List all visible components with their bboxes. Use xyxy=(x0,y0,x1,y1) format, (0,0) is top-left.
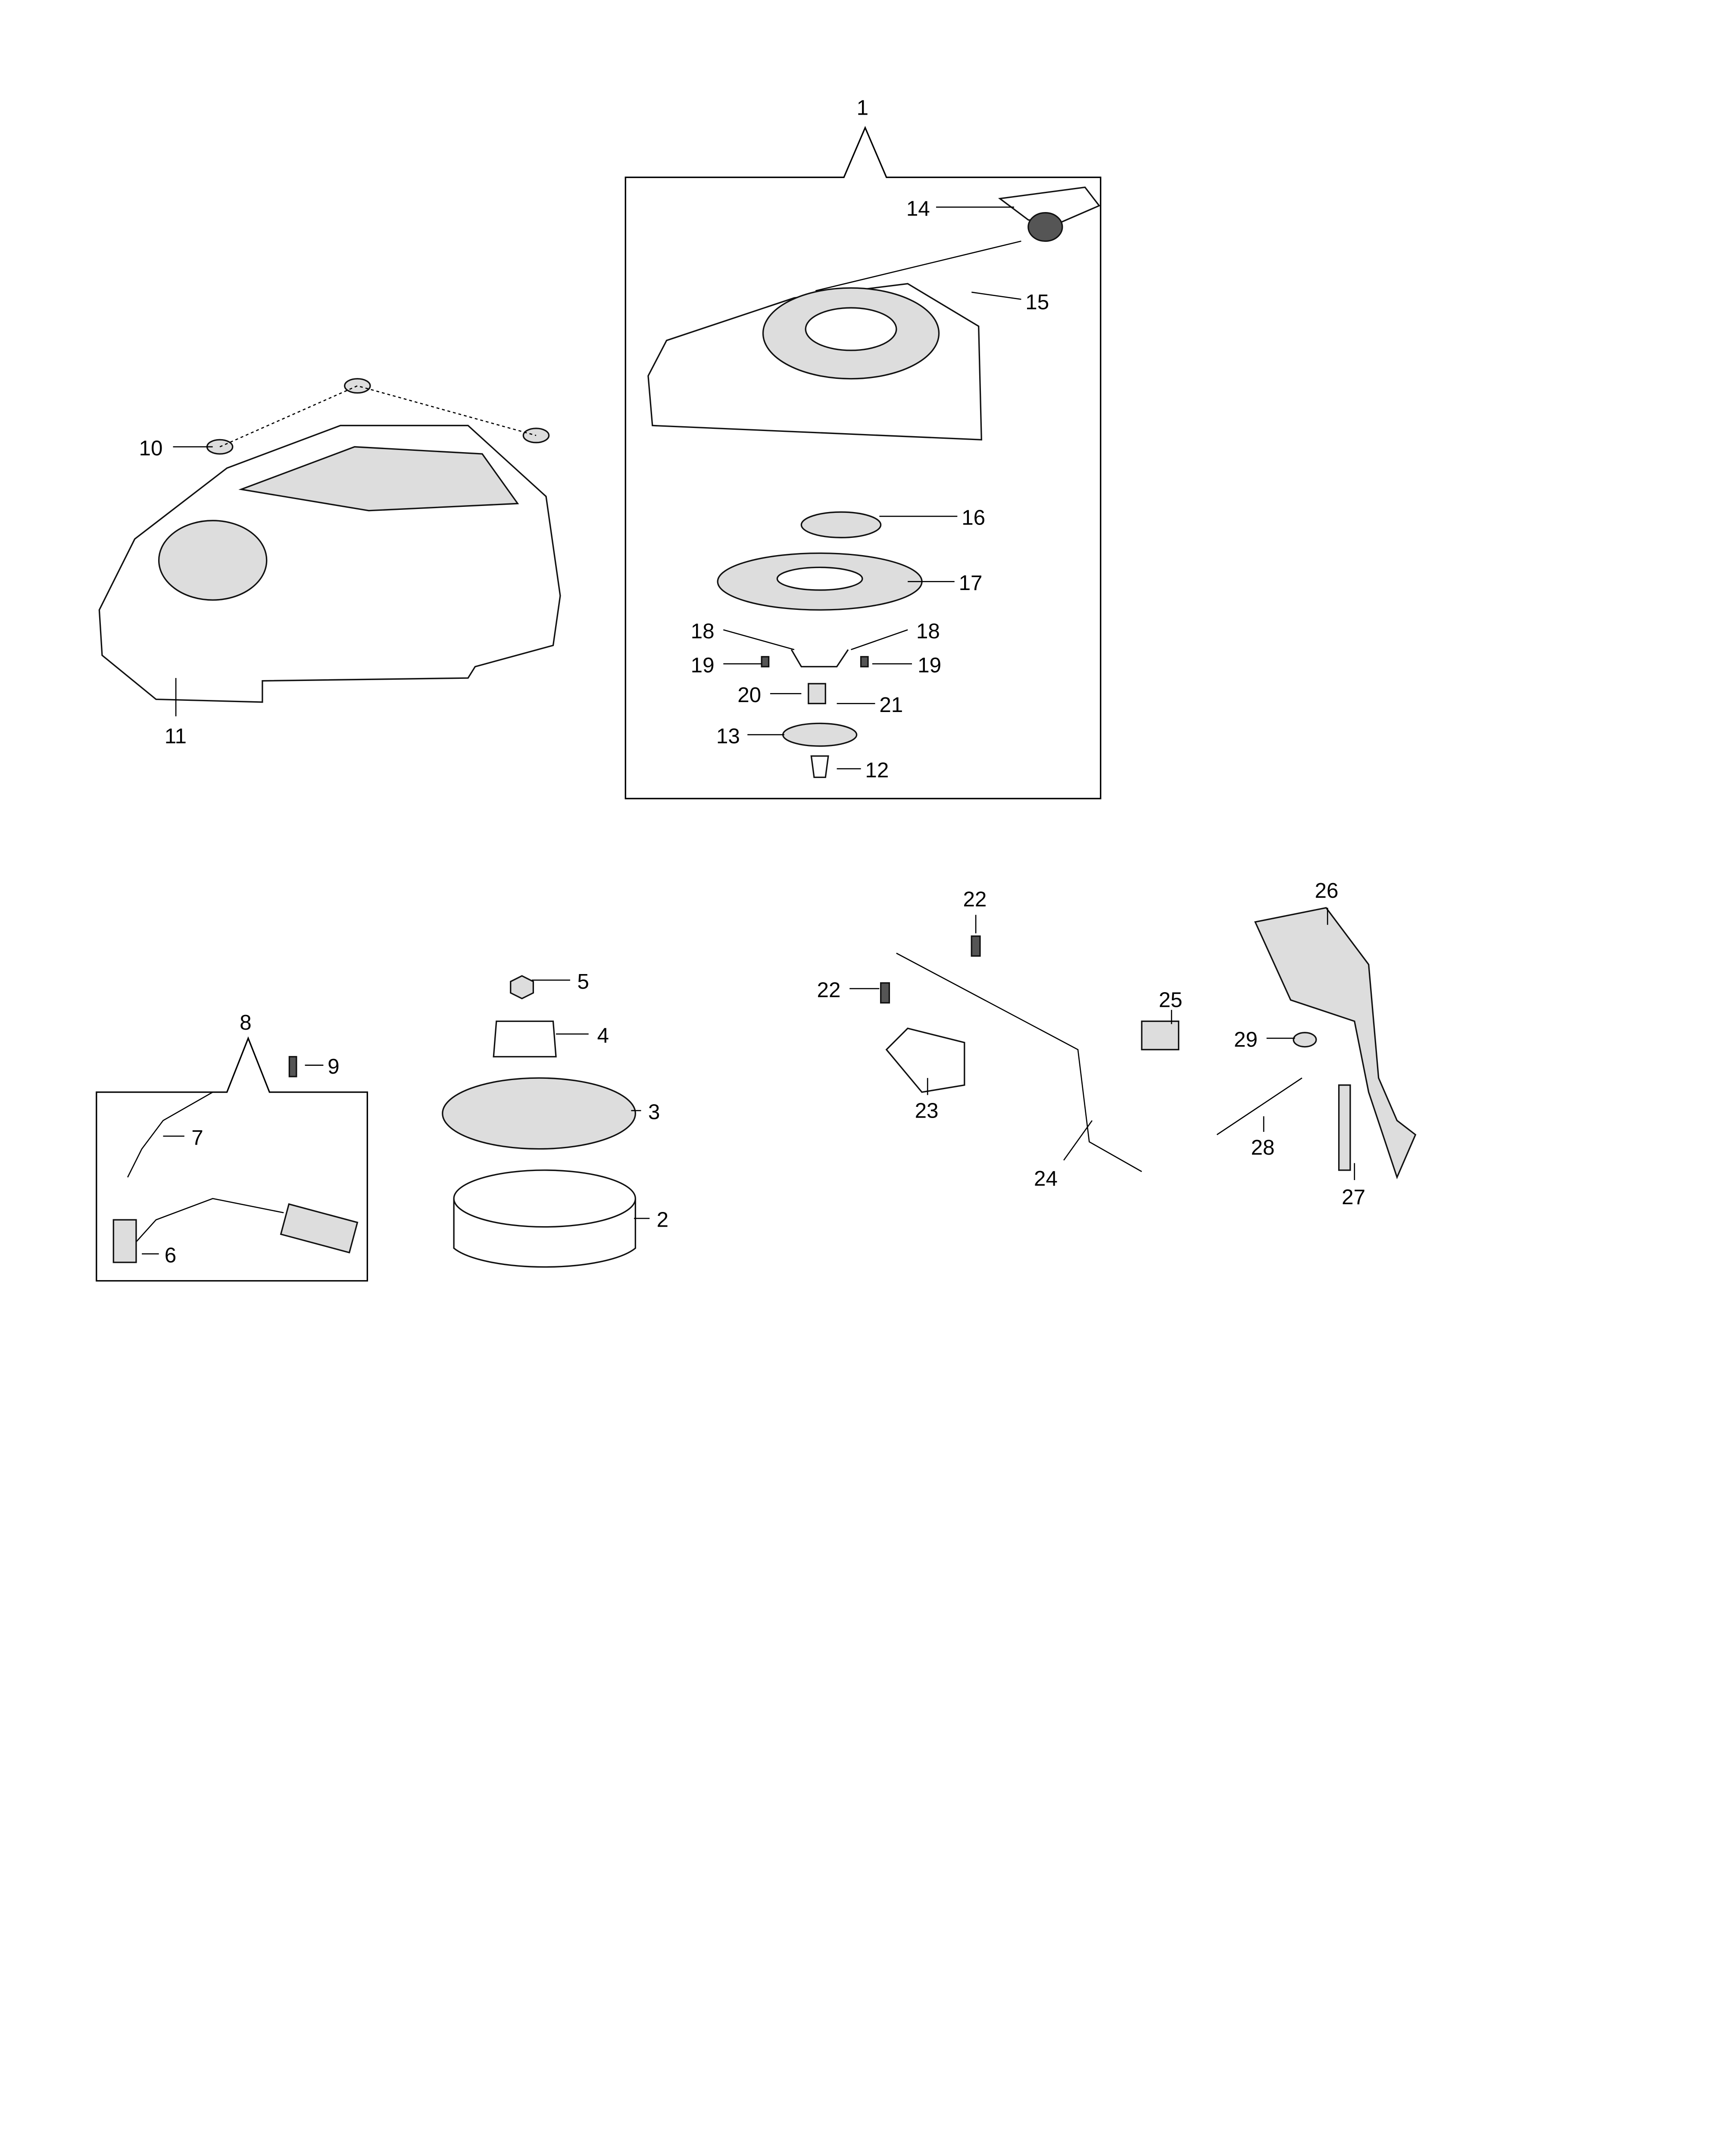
callout-19-right: 19 xyxy=(918,653,941,677)
callout-24: 24 xyxy=(1034,1167,1058,1190)
ignition-box xyxy=(96,1036,368,1282)
fan xyxy=(442,1077,636,1150)
bolt-22-left xyxy=(880,982,890,1004)
callout-3: 3 xyxy=(648,1100,660,1124)
handle-knob xyxy=(1027,212,1063,242)
pawl-spring-left xyxy=(761,656,770,668)
friction-plate xyxy=(782,722,858,747)
callout-19-left: 19 xyxy=(691,653,715,677)
link-28 xyxy=(1216,1078,1302,1135)
screw-icon xyxy=(344,378,371,394)
callout-21: 21 xyxy=(879,693,903,717)
spark-plug-cap xyxy=(112,1219,137,1263)
callout-27: 27 xyxy=(1342,1185,1365,1209)
callout-22-left: 22 xyxy=(817,978,841,1002)
governor-housing xyxy=(885,1028,965,1093)
callout-14: 14 xyxy=(906,197,930,220)
callout-11: 11 xyxy=(165,724,187,748)
callout-20: 20 xyxy=(737,683,761,707)
callout-2: 2 xyxy=(657,1208,668,1232)
bracket-25 xyxy=(1141,1020,1180,1050)
callout-9: 9 xyxy=(328,1055,339,1078)
ground-wire xyxy=(127,1091,213,1178)
parts-diagram-page: 1 2 3 4 5 6 7 8 9 10 11 12 13 14 15 16 1… xyxy=(96,96,1417,1282)
callout-23: 23 xyxy=(915,1099,939,1122)
callout-29: 29 xyxy=(1234,1028,1258,1052)
callout-15: 15 xyxy=(1025,290,1049,314)
governor-parts xyxy=(880,907,1417,1180)
bolt-22-top xyxy=(971,935,981,957)
nut-29 xyxy=(1293,1032,1317,1048)
exploded-parts-diagram: 1 2 3 4 5 6 7 8 9 10 11 12 13 14 15 16 1… xyxy=(96,96,1417,1282)
callout-25: 25 xyxy=(1159,988,1183,1012)
callout-13: 13 xyxy=(716,724,740,748)
control-lever xyxy=(1254,907,1417,1180)
callout-18-left: 18 xyxy=(691,619,715,643)
callout-labels: 1 2 3 4 5 6 7 8 9 10 11 12 13 14 15 16 1… xyxy=(139,96,1366,1267)
flywheel-nut xyxy=(510,975,534,999)
callout-7: 7 xyxy=(191,1126,203,1149)
blower-housing-grille xyxy=(238,446,519,512)
starter-cup-flywheel xyxy=(493,1020,557,1058)
pulley-hub xyxy=(776,566,863,591)
ignition-assembly xyxy=(96,1036,368,1282)
leader-paths xyxy=(142,206,1355,1255)
pawls xyxy=(790,649,849,668)
bolt-27 xyxy=(1338,1084,1351,1171)
starter-handle xyxy=(998,186,1101,225)
callout-28: 28 xyxy=(1251,1136,1275,1159)
spring-plate xyxy=(800,511,882,538)
ignition-bolt xyxy=(288,1056,297,1078)
callout-12: 12 xyxy=(865,758,889,782)
flywheel-assembly xyxy=(442,975,636,1268)
screw-guide-lines xyxy=(219,385,537,447)
screws xyxy=(206,378,550,455)
spring xyxy=(808,683,826,704)
recoil-starter-assembly xyxy=(624,126,1102,800)
pawl-spring-right xyxy=(860,656,869,668)
blower-housing-window xyxy=(158,520,268,601)
callout-17: 17 xyxy=(959,571,983,595)
callout-6: 6 xyxy=(165,1243,176,1267)
blower-housing xyxy=(98,378,561,703)
callout-10: 10 xyxy=(139,436,163,460)
callout-26: 26 xyxy=(1315,879,1339,903)
governor-rod xyxy=(896,953,1142,1172)
leader-lines xyxy=(142,206,1355,1255)
starter-rope xyxy=(815,240,1021,291)
center-screw xyxy=(810,755,829,778)
callout-18-right: 18 xyxy=(916,619,940,643)
callout-5: 5 xyxy=(577,970,589,993)
callout-16: 16 xyxy=(962,506,985,530)
flywheel-top xyxy=(453,1169,636,1228)
hv-lead xyxy=(130,1198,284,1249)
callout-8: 8 xyxy=(240,1011,251,1034)
ignition-coil xyxy=(280,1203,359,1254)
callout-22-top: 22 xyxy=(963,887,987,911)
callout-1: 1 xyxy=(857,96,868,120)
assembly-box xyxy=(624,126,1102,800)
starter-cup-center xyxy=(805,307,897,351)
callout-4: 4 xyxy=(597,1024,609,1047)
